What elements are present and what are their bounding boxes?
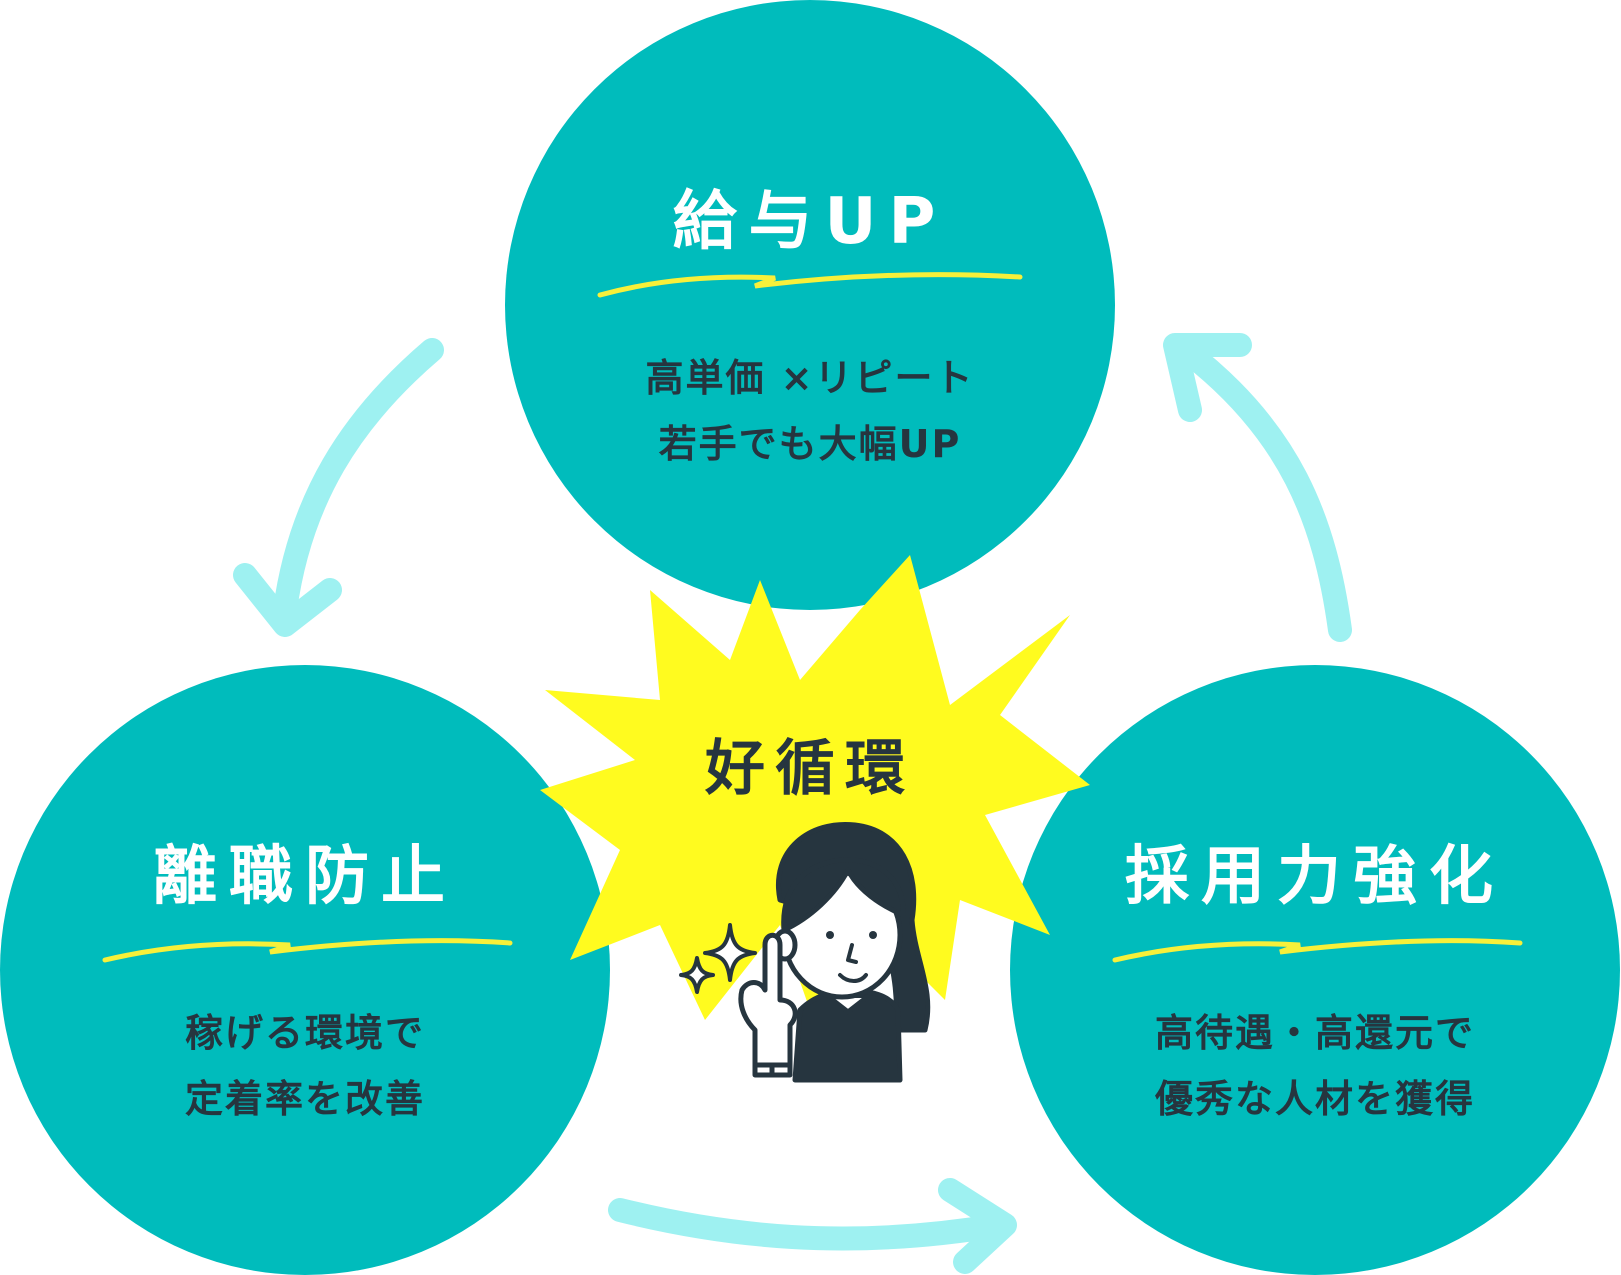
node-description: 高待遇・高還元で 優秀な人材を獲得 [1010, 1000, 1620, 1132]
arrow-left-to-right [608, 1198, 1012, 1251]
description-line: 定着率を改善 [184, 1077, 425, 1121]
node-retention: 離職防止 稼げる環境で 定着率を改善 [0, 665, 610, 1275]
arrow-head-bottom [938, 1178, 1017, 1274]
node-title: 採用力強化 [1125, 840, 1505, 914]
arrow-head-top [1163, 333, 1252, 422]
description-line: 優秀な人材を獲得 [1154, 1077, 1475, 1121]
burst-shape [540, 555, 1090, 1020]
sparkle-icon [679, 956, 715, 994]
arrow-top-to-left [273, 338, 444, 622]
description-line: 若手でも大幅UP [658, 422, 962, 466]
node-salary-up: 給与UP 高単価 ×リピート 若手でも大幅UP [505, 0, 1115, 610]
description-line: 稼げる環境で [184, 1011, 425, 1055]
arrow-right-to-top [1173, 338, 1352, 642]
center-label: 好循環 [705, 734, 915, 804]
brush-underline [102, 938, 513, 963]
arrow-head-left [233, 563, 342, 637]
brush-underline [1112, 938, 1523, 963]
node-title: 給与UP [672, 185, 948, 259]
sparkle-icon [703, 923, 757, 982]
node-description: 稼げる環境で 定着率を改善 [0, 1000, 610, 1132]
node-title: 離職防止 [153, 840, 457, 914]
woman-pointing-illustration [738, 821, 931, 1083]
description-line: 高待遇・高還元で [1154, 1011, 1475, 1055]
node-description: 高単価 ×リピート 若手でも大幅UP [505, 345, 1115, 477]
node-recruiting: 採用力強化 高待遇・高還元で 優秀な人材を獲得 [1010, 665, 1620, 1275]
brush-underline [597, 272, 1023, 298]
description-line: 高単価 ×リピート [645, 356, 975, 400]
